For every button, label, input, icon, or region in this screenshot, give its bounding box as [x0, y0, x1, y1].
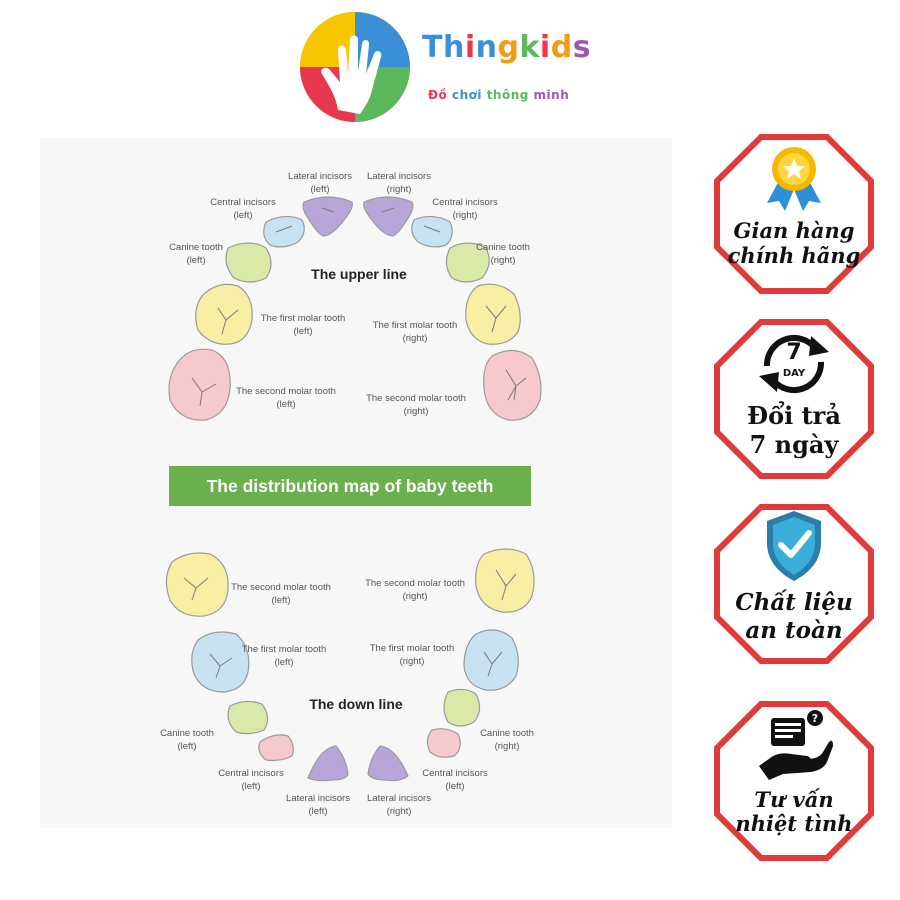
thingkids-logo: [300, 12, 410, 122]
octagon-frame: [714, 319, 874, 479]
brand-name-letter-8: s: [572, 30, 592, 65]
upper-central-incisor-left: [263, 215, 305, 248]
down-second-molar-left: [165, 552, 229, 617]
upper-lateral-incisor-left: [302, 196, 353, 237]
brand-name: Thingkids: [422, 30, 591, 65]
down-second-molar-right-label: The second molar tooth(right): [365, 578, 465, 602]
brand-tagline-word-1: chơi: [451, 88, 487, 102]
return-days-number: 7: [786, 340, 802, 365]
brand-name-letter-2: i: [464, 30, 476, 65]
shield-check-icon: [767, 511, 821, 581]
down-canine-left-label: Canine tooth(left): [160, 728, 214, 752]
svg-text:?: ?: [812, 712, 818, 725]
upper-first-molar-left: [195, 283, 253, 345]
upper-second-molar-left: [168, 348, 231, 421]
teeth-illustration: [165, 196, 542, 782]
upper-second-molar-left-label: The second molar tooth(left): [236, 386, 336, 410]
down-lateral-incisor-right: [367, 745, 409, 782]
down-lateral-incisor-left-label: Lateral incisors(left): [286, 793, 350, 817]
badge-line-1: Chất liệu: [735, 589, 853, 616]
down-line-title: The down line: [309, 696, 403, 712]
brand-tagline: Đồ chơi thông minh: [428, 88, 569, 102]
badge-genuine-store: Gian hàng chính hãng: [713, 133, 875, 295]
down-lateral-incisor-right-label: Lateral incisors(right): [367, 793, 431, 817]
upper-canine-left: [225, 242, 272, 283]
upper-first-molar-left-label: The first molar tooth(left): [260, 313, 346, 337]
down-central-incisor-right: [426, 728, 461, 758]
upper-canine-left-label: Canine tooth(left): [169, 242, 223, 266]
down-canine-right-label: Canine tooth(right): [480, 728, 534, 752]
down-central-incisor-right-label: Central incisors(left): [422, 768, 488, 792]
upper-canine-right: [445, 242, 490, 283]
down-lateral-incisor-left: [307, 745, 349, 782]
down-canine-right: [443, 688, 481, 727]
octagon-frame: [714, 134, 874, 294]
consulting-hand-icon: ?: [759, 710, 833, 780]
brand-tagline-word-3: minh: [533, 88, 570, 102]
badge-line-2: nhiệt tình: [735, 811, 853, 836]
badge-line-1: Gian hàng: [733, 218, 855, 243]
award-ribbon-icon: [767, 147, 821, 211]
return-days-unit: DAY: [782, 368, 806, 379]
octagon-frame: [714, 504, 874, 664]
upper-first-molar-right-label: The first molar tooth(right): [372, 320, 458, 344]
brand-name-letter-6: i: [539, 30, 551, 65]
upper-central-incisor-left-label: Central incisors(left): [210, 197, 276, 221]
down-second-molar-left-label: The second molar tooth(left): [231, 582, 331, 606]
brand-name-letter-7: d: [550, 30, 573, 65]
down-second-molar-right: [475, 548, 535, 613]
badge-line-1: Tư vấn: [754, 787, 834, 812]
brand-name-letter-5: k: [519, 30, 540, 65]
badge-seven-day-return: 7 DAY Đổi trả 7 ngày: [713, 318, 875, 480]
badge-line-2: an toàn: [745, 617, 843, 644]
upper-second-molar-right: [483, 349, 542, 421]
brand-name-letter-1: h: [442, 30, 465, 65]
badge-line-2: 7 ngày: [749, 430, 839, 459]
distribution-map-banner: The distribution map of baby teeth: [169, 466, 531, 506]
upper-lateral-incisor-right-label: Lateral incisors(right): [367, 171, 431, 195]
seven-day-return-icon: 7 DAY: [753, 332, 835, 396]
upper-lateral-incisor-left-label: Lateral incisors(left): [288, 171, 352, 195]
badge-line-1: Đổi trả: [747, 401, 841, 430]
brand-name-letter-0: T: [422, 30, 443, 65]
upper-central-incisor-right: [411, 215, 453, 248]
down-central-incisor-left-label: Central incisors(left): [218, 768, 284, 792]
badge-enthusiastic-consulting: ? Tư vấn nhiệt tình: [713, 700, 875, 862]
upper-lateral-incisor-right: [363, 196, 414, 237]
down-canine-left: [227, 700, 269, 735]
brand-tagline-word-2: thông: [486, 88, 534, 102]
upper-canine-right-label: Canine tooth(right): [476, 242, 530, 266]
upper-central-incisor-right-label: Central incisors(right): [432, 197, 498, 221]
badge-safe-material: Chất liệu an toàn: [713, 503, 875, 665]
brand-tagline-word-0: Đồ: [428, 88, 452, 102]
down-first-molar-left: [191, 631, 250, 693]
upper-line-title: The upper line: [311, 266, 407, 282]
down-first-molar-left-label: The first molar tooth(left): [241, 644, 327, 668]
down-central-incisor-left: [258, 734, 294, 762]
brand-name-letter-3: n: [475, 30, 498, 65]
brand-name-letter-4: g: [497, 30, 520, 65]
down-first-molar-right-label: The first molar tooth(right): [369, 643, 455, 667]
down-first-molar-right: [463, 629, 519, 691]
upper-second-molar-right-label: The second molar tooth(right): [366, 393, 466, 417]
badge-line-2: chính hãng: [727, 243, 861, 268]
